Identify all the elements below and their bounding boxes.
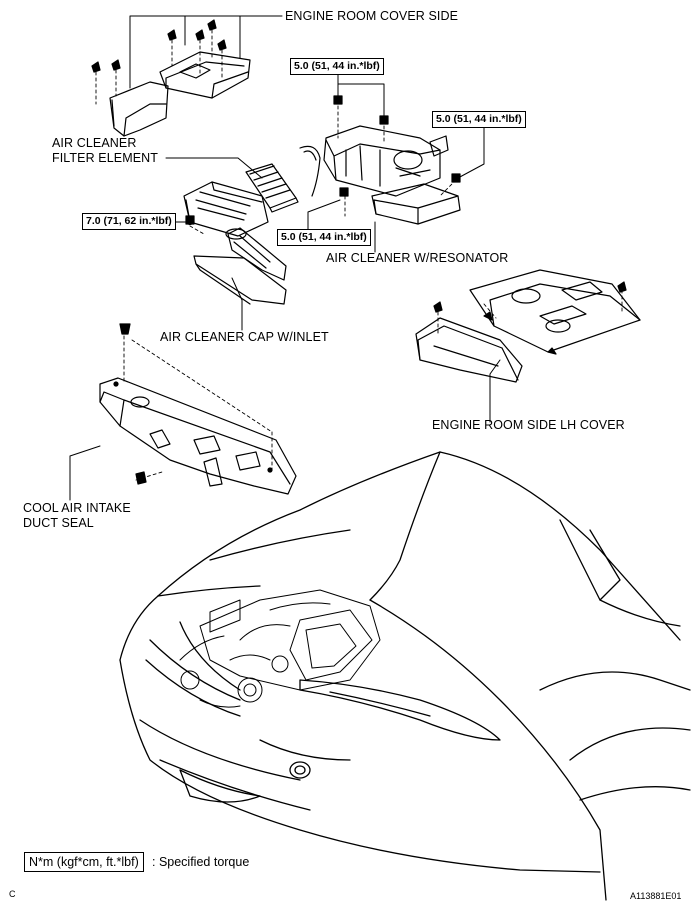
label-engine-room-cover-side: ENGINE ROOM COVER SIDE xyxy=(285,9,459,23)
engine-room-side-lh-cover xyxy=(416,270,640,382)
label-cool-air-intake-line1: COOL AIR INTAKE xyxy=(23,501,131,515)
label-air-cleaner-resonator: AIR CLEANER W/RESONATOR xyxy=(326,251,509,265)
air-cleaner-cap-inlet xyxy=(184,182,286,304)
assembly-dashes xyxy=(96,30,622,480)
leader-lines xyxy=(70,16,500,500)
air-cleaner-resonator xyxy=(186,96,460,224)
legend-torque-unit: N*m (kgf*cm, ft.*lbf) xyxy=(24,852,144,872)
footer-section-letter: C xyxy=(9,889,16,899)
label-engine-room-side-lh-cover: ENGINE ROOM SIDE LH COVER xyxy=(432,418,625,432)
engine-room-cover-side xyxy=(92,20,250,136)
engine-bay xyxy=(180,590,380,707)
label-cool-air-intake-line2: DUCT SEAL xyxy=(23,516,94,530)
cool-air-intake-duct-seal xyxy=(100,324,296,494)
vehicle-outline xyxy=(120,452,690,900)
label-air-cleaner-filter-element-line1: AIR CLEANER xyxy=(52,136,137,150)
legend-description: : Specified torque xyxy=(152,855,250,869)
label-air-cleaner-cap-inlet: AIR CLEANER CAP W/INLET xyxy=(160,330,329,344)
footer-figure-id: A113881E01 xyxy=(630,891,682,901)
torque-spec-top: 5.0 (51, 44 in.*lbf) xyxy=(290,58,384,75)
torque-spec-center: 5.0 (51, 44 in.*lbf) xyxy=(277,229,371,246)
torque-spec-right: 5.0 (51, 44 in.*lbf) xyxy=(432,111,526,128)
torque-spec-left: 7.0 (71, 62 in.*lbf) xyxy=(82,213,176,230)
label-air-cleaner-filter-element-line2: FILTER ELEMENT xyxy=(52,151,159,165)
